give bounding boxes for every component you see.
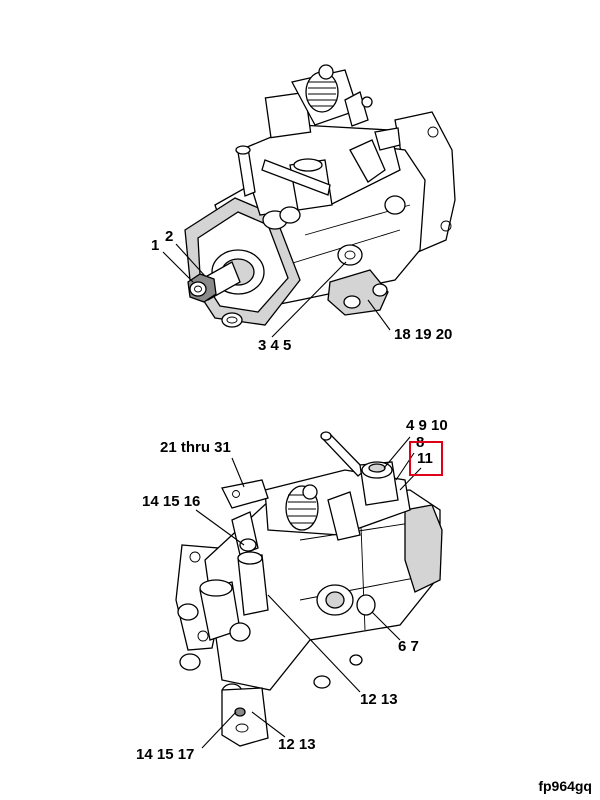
governor-spring-lower: [285, 484, 319, 531]
callout-1: 1: [151, 237, 160, 254]
figure-id: fp964gq: [538, 778, 592, 794]
callout-21-thru-31: 21 thru 31: [160, 439, 231, 456]
callout-14-15-17: 14 15 17: [136, 746, 195, 763]
callout-14-15-16: 14 15 16: [142, 493, 201, 510]
callout-12-13-lower: 12 13: [278, 736, 316, 753]
callout-6-7: 6 7: [398, 638, 419, 655]
callout-11: 11: [417, 450, 433, 467]
governor-spring: [305, 64, 339, 113]
callout-12-13-upper: 12 13: [360, 691, 398, 708]
callout-4-9-10: 4 9 10: [406, 417, 448, 434]
lower-pump-illustration: [175, 431, 443, 749]
callout-3-4-5: 3 4 5: [258, 337, 292, 354]
callout-11-highlight: [409, 441, 443, 476]
callout-18-19-20: 18 19 20: [394, 326, 453, 343]
callout-2: 2: [165, 228, 174, 245]
upper-pump-illustration: [162, 64, 456, 338]
